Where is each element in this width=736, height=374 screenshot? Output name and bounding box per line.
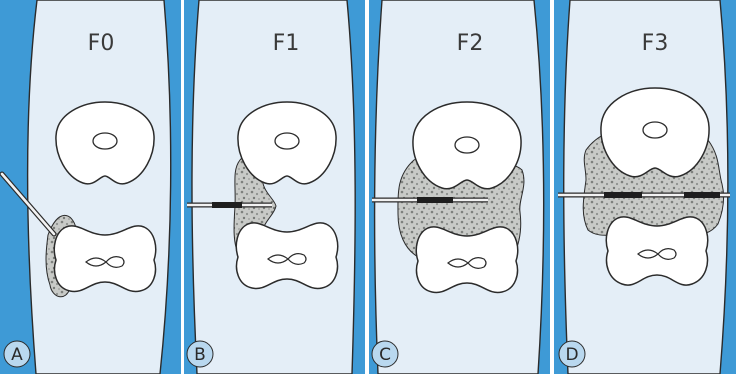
panel-b: F1 B xyxy=(184,0,365,374)
panel-divider xyxy=(365,0,369,374)
panel-label-c: C xyxy=(379,345,391,365)
probe-marker xyxy=(684,192,720,198)
panel-c: F2 C xyxy=(369,0,550,374)
probe-marker xyxy=(212,202,242,208)
upper-lumen xyxy=(93,133,117,149)
probe-marker xyxy=(417,197,453,203)
panel-label-b: B xyxy=(194,345,206,365)
panel-d: F3 D xyxy=(554,0,736,374)
panel-a: F0 A xyxy=(0,0,181,374)
panel-divider xyxy=(181,0,184,374)
panel-label-d: D xyxy=(565,345,578,365)
panel-title-f2: F2 xyxy=(457,31,484,56)
lower-ring xyxy=(54,226,155,292)
panel-title-f0: F0 xyxy=(88,31,115,56)
probe-marker xyxy=(604,192,642,198)
upper-lumen xyxy=(643,122,667,138)
canal-space xyxy=(27,0,170,374)
panel-title-f3: F3 xyxy=(642,31,669,56)
lower-ring xyxy=(236,223,337,289)
lower-ring xyxy=(606,217,707,285)
panel-divider xyxy=(550,0,554,374)
canal-space xyxy=(192,0,355,374)
panel-title-f1: F1 xyxy=(273,31,300,56)
upper-lumen xyxy=(455,137,479,153)
upper-lumen xyxy=(275,133,299,149)
lower-ring xyxy=(416,227,517,293)
panel-label-a: A xyxy=(11,345,23,365)
